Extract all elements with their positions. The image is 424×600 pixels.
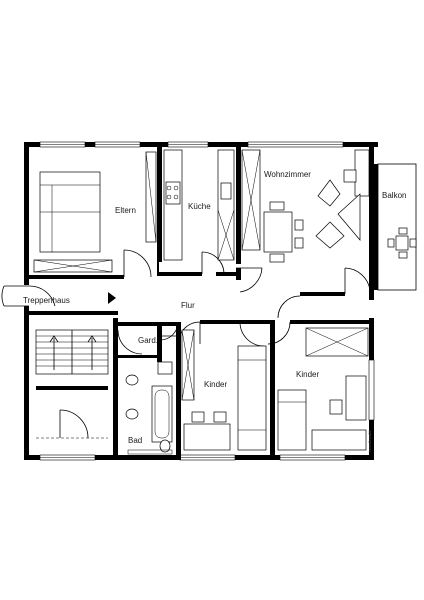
label-treppenhaus: Treppenhaus — [23, 296, 70, 305]
windows-bottom — [39, 454, 346, 461]
wohnzimmer-furniture — [241, 149, 370, 263]
label-eltern: Eltern — [115, 206, 136, 215]
label-flur: Flur — [181, 301, 195, 310]
stairs — [35, 292, 116, 439]
label-garderobe: Gard. — [138, 336, 158, 345]
credit-text: ImmoScout24 — [368, 430, 372, 452]
window-right — [368, 359, 375, 421]
interior-walls — [24, 142, 374, 460]
kueche-furniture — [163, 149, 235, 261]
label-kueche: Küche — [188, 202, 211, 211]
bad-furniture — [125, 361, 173, 455]
kinder-right-furniture — [277, 327, 369, 451]
label-kinder-right: Kinder — [296, 370, 319, 379]
label-kinder-left: Kinder — [204, 380, 227, 389]
label-bad: Bad — [128, 436, 142, 445]
windows-top — [39, 141, 344, 148]
label-balkon: Balkon — [382, 191, 406, 200]
label-wohnzimmer: Wohnzimmer — [264, 170, 311, 179]
balkon — [374, 163, 417, 291]
room-labels: Eltern Küche Wohnzimmer Balkon Treppenha… — [23, 170, 406, 445]
eltern-furniture — [33, 151, 157, 273]
kinder-left-furniture — [181, 329, 267, 451]
